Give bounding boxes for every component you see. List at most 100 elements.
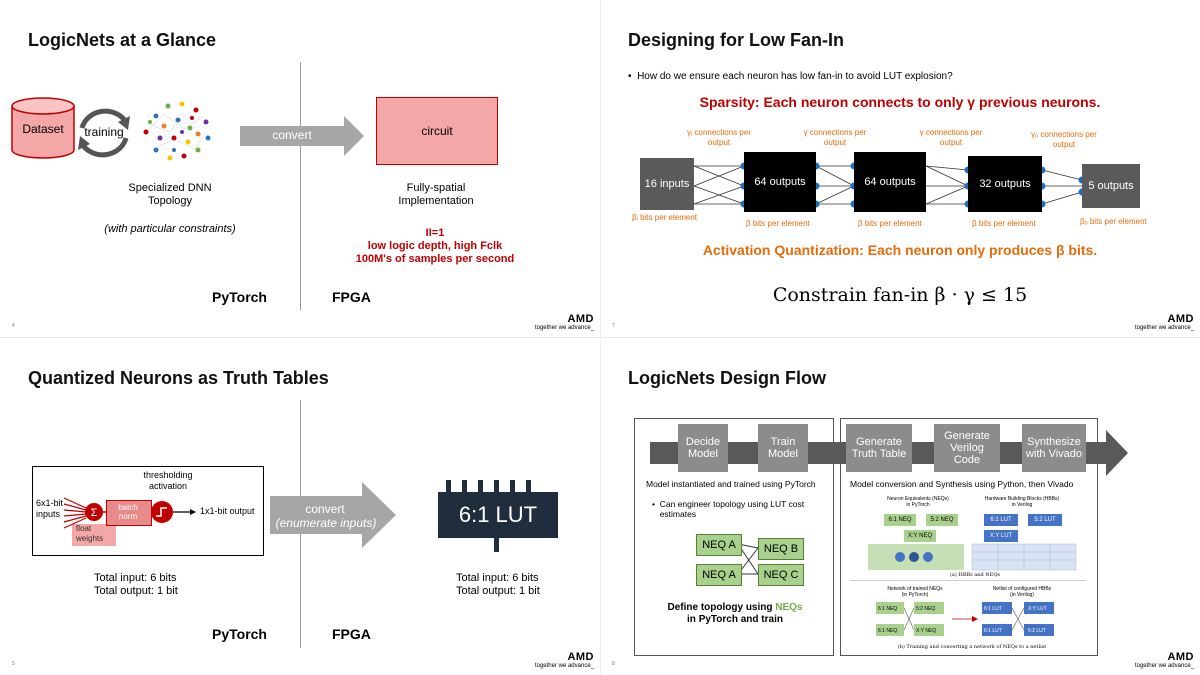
amd-logo: AMD together we advance_ <box>535 313 594 331</box>
svg-text:6:1 NEQ: 6:1 NEQ <box>878 628 897 634</box>
fpga-label: FPGA <box>332 626 371 642</box>
amd-logo-text: AMD <box>1167 651 1194 663</box>
step-generate-truth-table: Generate Truth Table <box>846 424 912 472</box>
step-generate-verilog: Generate Verilog Code <box>934 424 1000 472</box>
slide-title: LogicNets Design Flow <box>628 368 827 388</box>
neq-b: NEQ B <box>758 538 804 560</box>
convert-arrow <box>240 116 364 156</box>
amd-logo-text: AMD <box>567 651 594 663</box>
inputs-label: 6x1-bit inputs <box>36 498 64 519</box>
box-16-inputs: 16 inputs <box>640 158 694 210</box>
bit-label-1: βᵢ bits per element <box>632 213 697 222</box>
page-number: 4 <box>12 323 15 329</box>
fig-lut-xy: X:Y LUT <box>984 530 1018 542</box>
step-synthesize: Synthesize with Vivado <box>1022 424 1086 472</box>
bullet-icon: • <box>652 499 660 509</box>
conn-label-3: γ connections per output <box>919 128 983 147</box>
left-bullet-text: Can engineer topology using LUT cost est… <box>659 499 805 519</box>
left-description: Model instantiated and trained using PyT… <box>646 479 816 489</box>
step-train-model: Train Model <box>758 424 808 472</box>
svg-text:X:Y LUT: X:Y LUT <box>1028 606 1047 612</box>
slide-title: Designing for Low Fan-In <box>628 30 844 50</box>
dnn-caption: Specialized DNN Topology <box>128 182 212 207</box>
throughput-note: 100M's of samples per second <box>355 253 515 265</box>
svg-text:X:Y NEQ: X:Y NEQ <box>916 628 936 634</box>
left-total-output: Total output: 1 bit <box>94 585 178 597</box>
box-5-outputs: 5 outputs <box>1082 164 1140 208</box>
amd-tagline: together we advance_ <box>534 325 594 331</box>
ii-note: II=1 <box>425 227 445 239</box>
training-label: training <box>84 125 124 139</box>
fig-mid-left: Network of trained NEQs (in PyTorch) <box>887 586 943 598</box>
bullet-question: • How do we ensure each neuron has low f… <box>628 71 953 82</box>
fig-separator <box>850 580 1086 581</box>
fig-mid-right: Netlist of configured HBBs (in Verilog) <box>992 586 1052 598</box>
conn-label-2: γ connections per output <box>803 128 867 147</box>
neuron-graph: Σ <box>63 497 196 529</box>
fpga-label: FPGA <box>332 289 371 305</box>
fig-caption-b: (b) Training and converting a network of… <box>897 644 1047 650</box>
amd-logo: AMD together we advance_ <box>1135 651 1194 669</box>
amd-logo-text: AMD <box>567 313 594 325</box>
box-32-outputs: 32 outputs <box>968 156 1042 212</box>
right-description: Model conversion and Synthesis using Pyt… <box>850 479 1074 489</box>
left-bullet: • Can engineer topology using LUT cost e… <box>652 499 822 519</box>
divider <box>300 62 301 310</box>
output-label: 1x1-bit output <box>200 506 255 516</box>
slide-design-flow: LogicNets Design Flow Decide Model Train… <box>600 338 1200 675</box>
fan-in-constraint: Constrain fan-in β · γ ≤ 15 <box>772 284 1028 306</box>
float-weights-box <box>72 524 116 546</box>
bit-label-5: βₒ bits per element <box>1080 217 1147 226</box>
slide-title: LogicNets at a Glance <box>28 30 217 50</box>
left-total-input: Total input: 6 bits <box>94 572 177 584</box>
svg-text:6:1 NEQ: 6:1 NEQ <box>878 606 897 612</box>
convert-label: convert <box>272 128 312 142</box>
constraints-caption: (with particular constraints) <box>104 223 236 235</box>
batch-norm-box <box>106 500 152 526</box>
fig-neq-5-2: 5:2 NEQ <box>926 514 958 526</box>
left-totals: Total input: 6 bits Total output: 1 bit <box>94 572 178 598</box>
svg-text:Σ: Σ <box>91 507 98 519</box>
neq-c: NEQ C <box>758 564 804 586</box>
neq-a-bottom: NEQ A <box>696 564 742 586</box>
svg-text:5:2 LUT: 5:2 LUT <box>1028 628 1046 634</box>
fig-lut-6-1: 6:1 LUT <box>984 514 1018 526</box>
slide-logicnets-at-a-glance: LogicNets at a Glance Dataset training <box>0 0 600 337</box>
float-weights-label: float weights <box>76 524 104 543</box>
neq-a-top: NEQ A <box>696 534 742 556</box>
lut-pins <box>446 480 531 552</box>
fig-a-detail <box>868 543 1077 571</box>
thresholding-label: thresholding activation <box>143 470 193 491</box>
amd-logo-text: AMD <box>1167 313 1194 325</box>
slide-designing-for-low-fan-in: Designing for Low Fan-In • How do we ens… <box>600 0 1200 337</box>
vertical-separator <box>600 0 601 675</box>
dataset-cylinder <box>11 97 75 159</box>
performance-notes: II=1 low logic depth, high Fclk 100M's o… <box>330 227 540 266</box>
activation-statement: Activation Quantization: Each neuron onl… <box>702 242 1098 258</box>
step-decide-model: Decide Model <box>678 424 728 472</box>
lut-box: 6:1 LUT <box>438 492 558 538</box>
define-line-2: in PyTorch and train <box>687 614 783 625</box>
right-total-input: Total input: 6 bits <box>456 572 539 584</box>
training-cycle-icon <box>78 108 130 158</box>
fig-neq-6-1: 6:1 NEQ <box>884 514 916 526</box>
fig-caption-a: (a) HBBs and NEQs <box>949 572 1001 578</box>
conn-label-1: γᵢ connections per output <box>687 128 751 147</box>
convert-label: convert <box>305 502 345 516</box>
pytorch-label: PyTorch <box>212 289 267 305</box>
right-totals: Total input: 6 bits Total output: 1 bit <box>456 572 540 598</box>
left-panel <box>634 418 834 656</box>
right-total-output: Total output: 1 bit <box>456 585 540 597</box>
right-panel <box>840 418 1098 656</box>
circuit-box: circuit <box>376 97 498 165</box>
svg-text:6:1 LUT: 6:1 LUT <box>984 628 1002 634</box>
depth-note: low logic depth, high Fclk <box>367 240 503 252</box>
dnn-brain-icon <box>143 101 211 161</box>
fig-left-head: Neuron Equivalents (NEQs) in PyTorch <box>887 496 949 508</box>
svg-text:5:2 NEQ: 5:2 NEQ <box>916 606 935 612</box>
fig-lut-5-2: 5:2 LUT <box>1028 514 1062 526</box>
amd-tagline: together we advance_ <box>534 663 594 669</box>
page-number: 8 <box>612 661 615 667</box>
box-64-outputs-a: 64 outputs <box>744 152 816 212</box>
